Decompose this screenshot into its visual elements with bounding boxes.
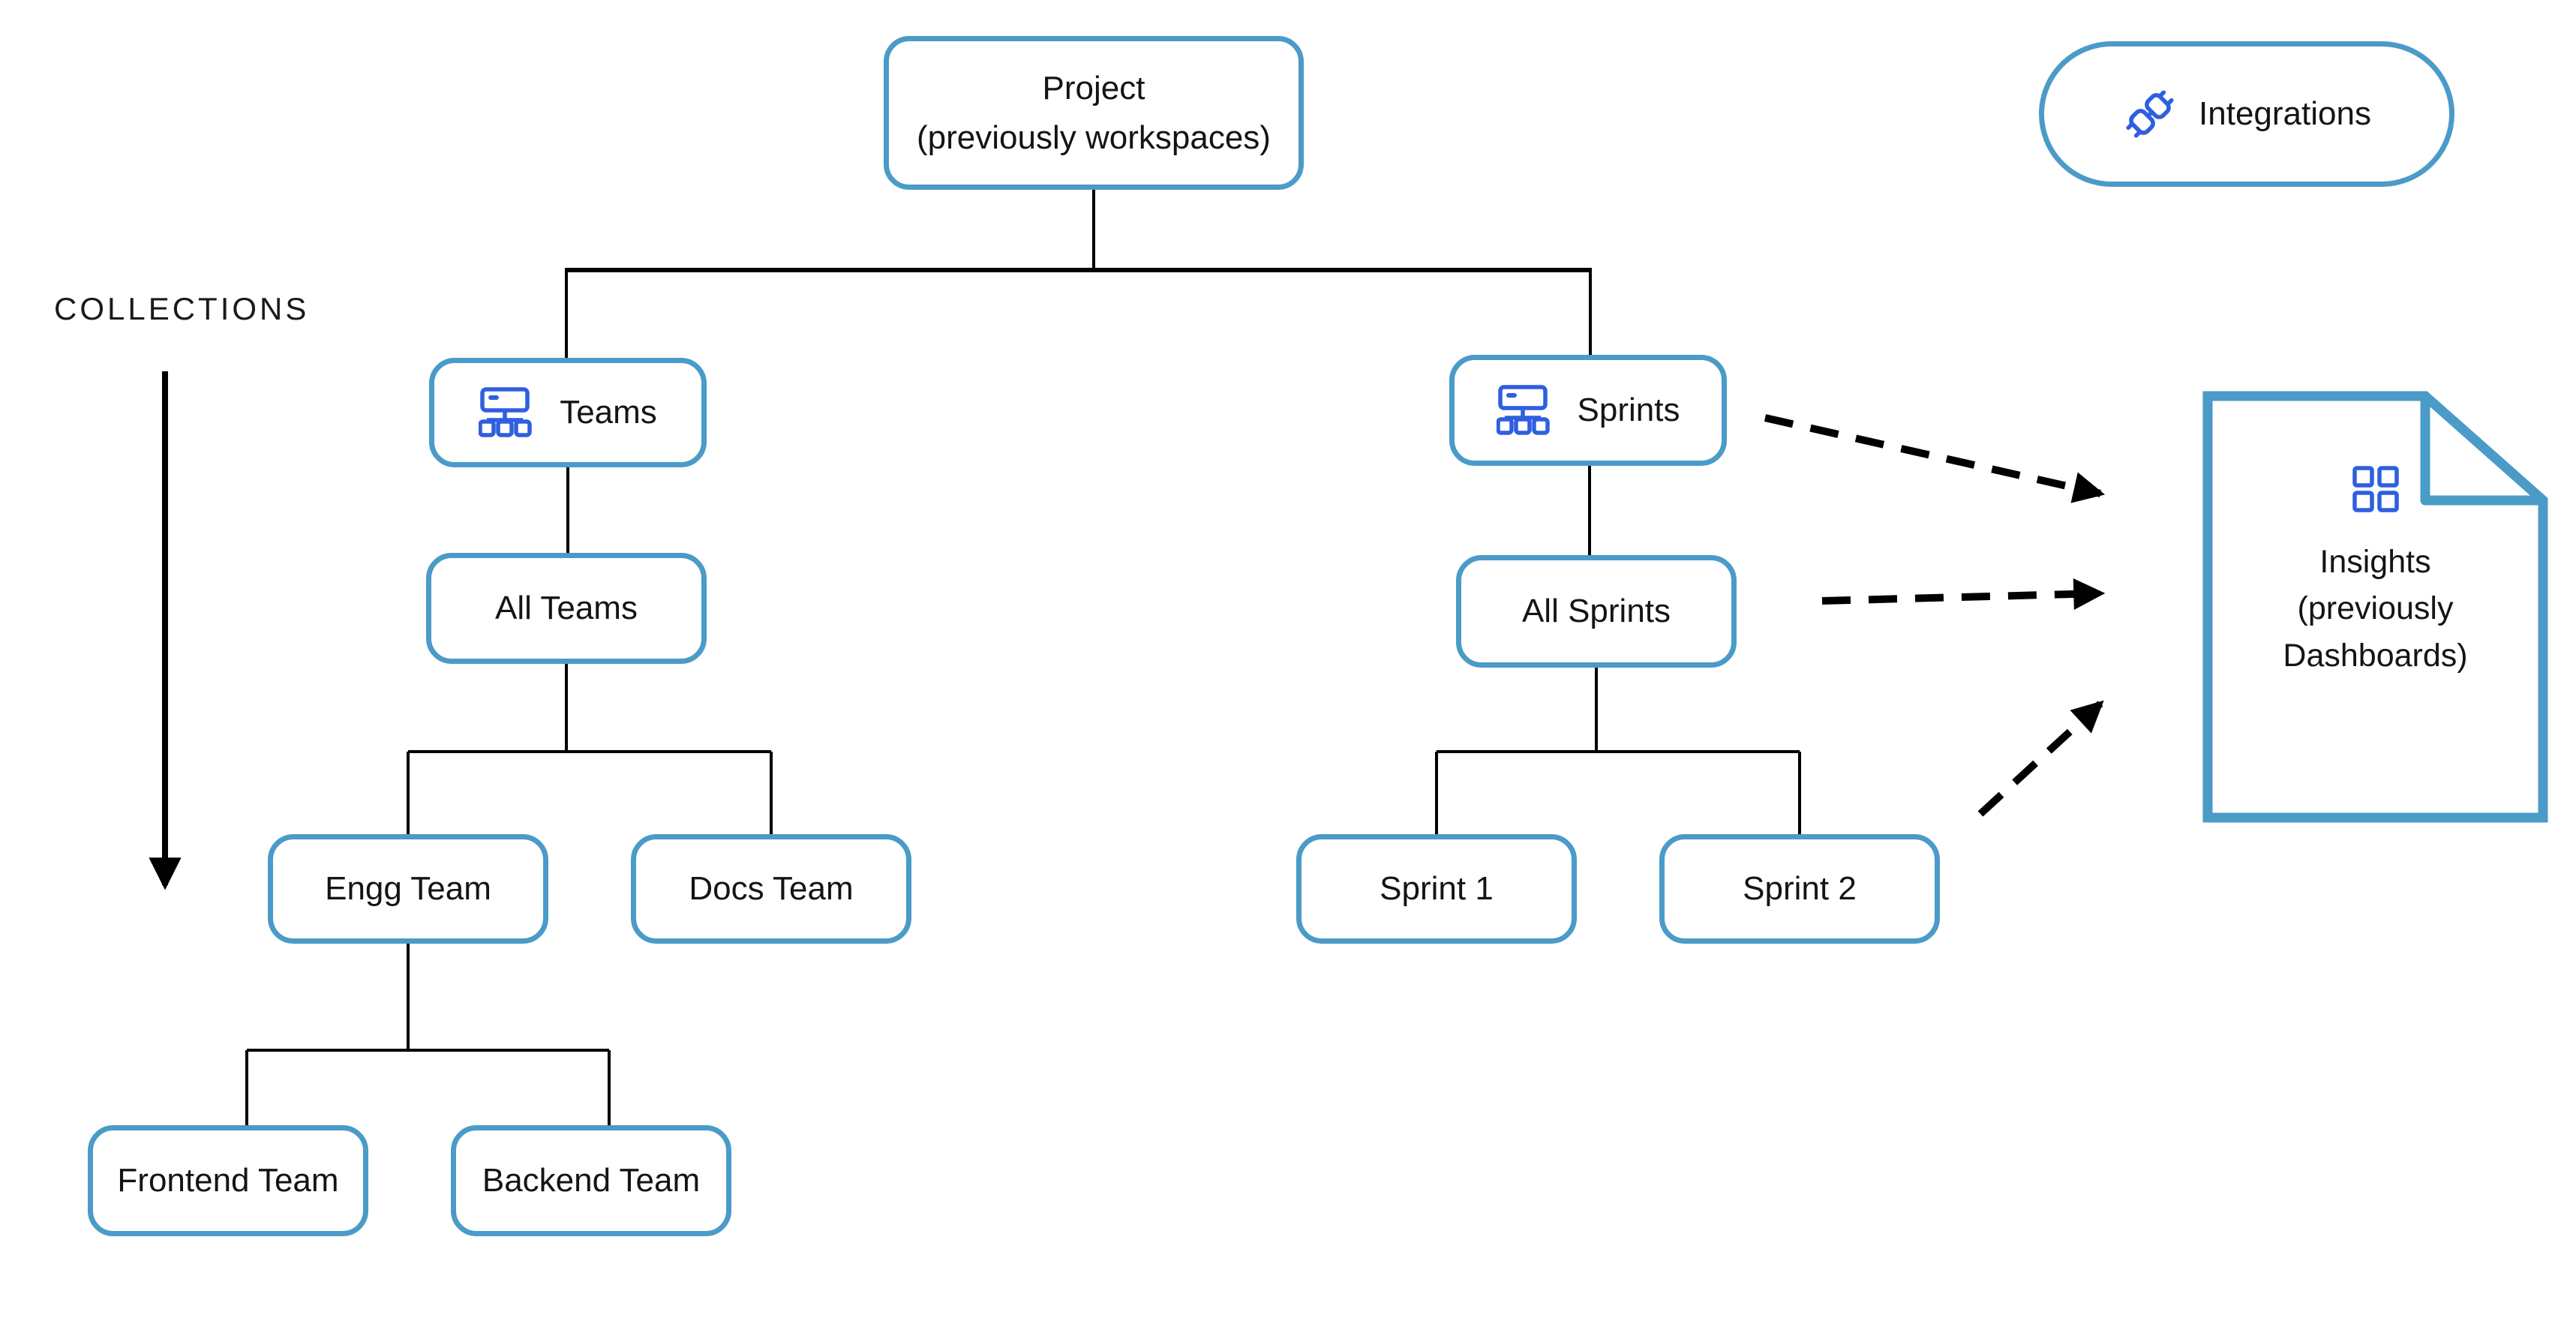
insights-label-line3: Dashboards) — [2283, 637, 2468, 674]
node-docs-team: Docs Team — [631, 834, 911, 944]
sprint-1-label: Sprint 1 — [1380, 870, 1494, 907]
project-label-line2: (previously workspaces) — [917, 119, 1271, 156]
node-sprint-2: Sprint 2 — [1659, 834, 1940, 944]
collections-label: COLLECTIONS — [54, 291, 310, 326]
teams-label: Teams — [560, 394, 657, 431]
backend-team-label: Backend Team — [482, 1162, 701, 1199]
node-backend-team: Backend Team — [451, 1125, 731, 1236]
docs-team-label: Docs Team — [689, 870, 854, 907]
connector-allsprints-children — [1435, 668, 1801, 834]
insights-document-fold — [2420, 391, 2548, 506]
sprint-2-label: Sprint 2 — [1743, 870, 1857, 907]
project-label-line1: Project — [1042, 69, 1145, 107]
dashed-arrow-allsprints-insights — [1821, 578, 2106, 610]
node-insights: Insights (previously Dashboards) — [2208, 396, 2543, 818]
node-all-teams: All Teams — [426, 553, 707, 664]
frontend-team-label: Frontend Team — [117, 1162, 339, 1199]
engg-team-label: Engg Team — [325, 870, 491, 907]
insights-label-line1: Insights — [2319, 544, 2431, 580]
all-teams-label: All Teams — [495, 590, 638, 626]
insights-label-line2: (previously — [2297, 590, 2454, 627]
hierarchy-icon — [1496, 385, 1550, 435]
dashed-arrow-sprints-insights — [1764, 414, 2106, 503]
all-sprints-label: All Sprints — [1521, 593, 1671, 629]
node-frontend-team: Frontend Team — [88, 1125, 368, 1236]
plug-integration-icon — [2126, 90, 2174, 138]
node-integrations: Integrations — [2039, 41, 2454, 187]
connector-allteams-children — [407, 664, 773, 834]
connector-top-drops — [565, 270, 1592, 358]
node-teams: Teams — [429, 358, 707, 467]
dashed-arrow-sprint2-insights — [1977, 700, 2104, 817]
integrations-label: Integrations — [2199, 95, 2371, 132]
hierarchy-icon — [479, 387, 532, 437]
sprints-label: Sprints — [1577, 392, 1680, 428]
node-project: Project (previously workspaces) — [884, 36, 1304, 190]
dashboard-grid-icon — [2352, 466, 2399, 512]
connector-engg-children — [245, 944, 611, 1125]
node-sprints: Sprints — [1449, 355, 1727, 466]
node-engg-team: Engg Team — [268, 834, 548, 944]
node-sprint-1: Sprint 1 — [1296, 834, 1577, 944]
node-all-sprints: All Sprints — [1456, 555, 1737, 668]
